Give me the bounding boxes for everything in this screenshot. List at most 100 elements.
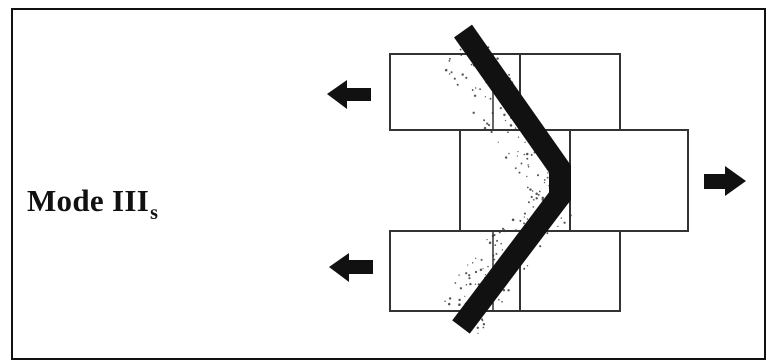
brick-wall bbox=[389, 53, 689, 312]
stipple-dot bbox=[448, 73, 451, 75]
stipple-dot bbox=[465, 283, 468, 286]
stipple-dot bbox=[456, 83, 459, 86]
stipple-dot bbox=[514, 127, 517, 129]
stipple-dot bbox=[501, 300, 503, 303]
stipple-dot bbox=[530, 195, 533, 199]
figure-frame bbox=[11, 8, 766, 360]
stipple-dot bbox=[483, 119, 486, 122]
stipple-dot bbox=[535, 197, 538, 200]
stipple-dot bbox=[486, 122, 489, 125]
stipple-dot bbox=[527, 201, 530, 204]
stipple-dot bbox=[461, 73, 464, 76]
stipple-dot bbox=[508, 73, 511, 76]
stipple-dot bbox=[447, 302, 451, 306]
stipple-dot bbox=[535, 192, 538, 196]
stipple-dot bbox=[494, 244, 497, 246]
stipple-dot bbox=[482, 268, 484, 270]
stipple-dot bbox=[520, 162, 523, 165]
stipple-dot bbox=[458, 274, 460, 276]
stipple-dot bbox=[472, 111, 475, 114]
stipple-dot bbox=[468, 274, 471, 277]
stipple-dot bbox=[480, 258, 483, 261]
stipple-dot bbox=[450, 71, 453, 74]
stipple-dot bbox=[526, 157, 529, 160]
stipple-dot bbox=[523, 267, 526, 270]
stipple-dot bbox=[458, 298, 461, 302]
stipple-dot bbox=[448, 57, 451, 60]
stipple-dot bbox=[454, 282, 457, 284]
mode-label: Mode IIIs bbox=[27, 183, 158, 224]
stipple-dot bbox=[484, 274, 487, 276]
stipple-dot bbox=[479, 88, 481, 91]
stipple-dot bbox=[541, 196, 545, 200]
stipple-dot bbox=[527, 164, 529, 166]
stipple-dot bbox=[459, 48, 462, 51]
stipple-dot bbox=[488, 124, 491, 127]
stipple-dot bbox=[500, 242, 502, 245]
mode-label-subscript: s bbox=[150, 202, 159, 224]
stipple-dot bbox=[469, 282, 472, 286]
stipple-dot bbox=[526, 218, 529, 220]
stipple-dot bbox=[474, 87, 477, 89]
stipple-dot bbox=[501, 249, 504, 251]
stipple-dot bbox=[474, 270, 478, 274]
stipple-dot bbox=[517, 150, 519, 153]
arrow-left-icon bbox=[329, 253, 373, 282]
stipple-dot bbox=[516, 155, 519, 157]
stipple-dot bbox=[519, 219, 522, 222]
stipple-dot bbox=[526, 265, 529, 267]
stipple-dot bbox=[471, 88, 474, 91]
stipple-dot bbox=[531, 190, 534, 192]
stipple-dot bbox=[496, 57, 499, 60]
stipple-dot bbox=[483, 126, 487, 130]
stipple-dot bbox=[518, 171, 521, 174]
stipple-dot bbox=[503, 113, 506, 117]
stipple-dot bbox=[525, 152, 529, 156]
stipple-dot bbox=[484, 96, 487, 98]
stipple-dot bbox=[473, 94, 477, 98]
stipple-dot bbox=[511, 218, 515, 222]
stipple-dot bbox=[471, 262, 474, 264]
stipple-dot bbox=[538, 190, 541, 193]
stipple-dot bbox=[476, 326, 479, 329]
brick-bottom-right bbox=[519, 230, 621, 312]
stipple-dot bbox=[448, 297, 452, 300]
stipple-dot bbox=[504, 156, 508, 159]
stipple-dot bbox=[487, 265, 489, 268]
mode-label-main: Mode III bbox=[27, 183, 150, 218]
stipple-dot bbox=[502, 289, 506, 292]
stipple-dot bbox=[563, 221, 566, 224]
stipple-dot bbox=[523, 222, 526, 225]
stipple-dot bbox=[527, 166, 530, 168]
stipple-dot bbox=[532, 198, 535, 201]
stipple-dot bbox=[498, 298, 500, 301]
stipple-dot bbox=[546, 232, 549, 235]
stipple-dot bbox=[479, 268, 483, 272]
stipple-dot bbox=[526, 186, 529, 189]
arrow-right-icon bbox=[704, 166, 746, 196]
stipple-dot bbox=[464, 295, 466, 297]
stipple-dot bbox=[523, 212, 526, 215]
stipple-dot bbox=[458, 303, 461, 306]
stipple-dot bbox=[459, 287, 463, 290]
stipple-dot bbox=[444, 68, 448, 72]
stipple-dot bbox=[448, 60, 451, 62]
arrow-left-icon bbox=[327, 80, 371, 109]
stipple-dot bbox=[507, 131, 509, 134]
stipple-dot bbox=[489, 97, 492, 100]
stipple-dot bbox=[482, 323, 486, 326]
brick-middle-right bbox=[569, 129, 689, 232]
stipple-dot bbox=[486, 238, 488, 241]
stipple-dot bbox=[465, 76, 468, 79]
stipple-dot bbox=[529, 188, 532, 191]
stipple-dot bbox=[495, 252, 498, 255]
stipple-dot bbox=[560, 217, 563, 219]
stipple-dot bbox=[524, 141, 526, 143]
stipple-dot bbox=[539, 245, 542, 248]
stipple-dot bbox=[526, 175, 528, 178]
stipple-dot bbox=[467, 264, 469, 266]
stipple-dot bbox=[444, 300, 446, 303]
stipple-dot bbox=[499, 107, 502, 110]
stipple-dot bbox=[532, 206, 535, 208]
stipple-dot bbox=[523, 216, 526, 218]
